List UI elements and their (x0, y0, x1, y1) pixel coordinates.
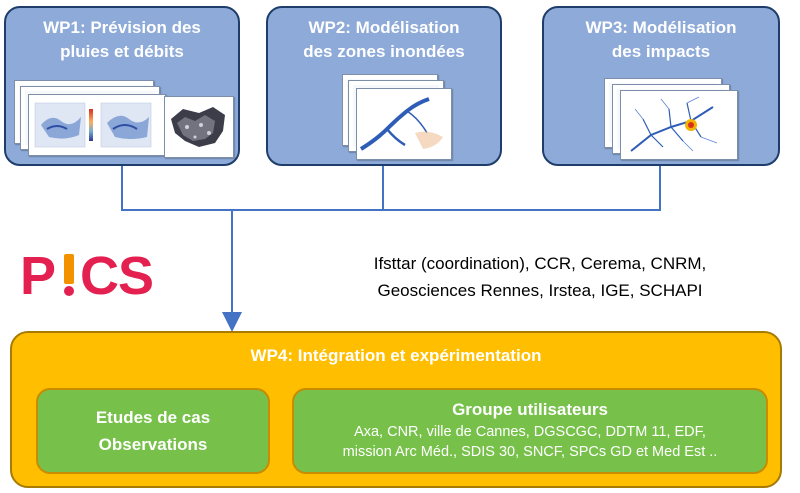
svg-text:P: P (20, 246, 55, 304)
case-studies-box: Etudes de cas Observations (36, 388, 270, 474)
wp3-box: WP3: Modélisation des impacts (542, 6, 780, 166)
basin-map-image (171, 107, 225, 147)
user-group-line-2: mission Arc Méd., SDIS 30, SNCF, SPCs GD… (342, 444, 718, 460)
pics-logo: P CS (20, 246, 154, 304)
case-studies-line-1: Etudes de cas (95, 408, 211, 427)
partners-line-1: Ifsttar (coordination), CCR, Cerema, CNR… (373, 254, 707, 273)
wp1-box: WP1: Prévision des pluies et débits (4, 6, 240, 166)
wp2-title: WP2: Modélisation des zones inondées (303, 18, 465, 61)
wp1-title: WP1: Prévision des pluies et débits (43, 18, 201, 61)
wp2-flood-map-thumbnail (356, 88, 452, 160)
user-group-box: Groupe utilisateurs Axa, CNR, ville de C… (292, 388, 768, 474)
wp1-rainfall-map-thumbnail (28, 94, 166, 156)
wp4-box: WP4: Intégration et expérimentation Etud… (10, 331, 782, 488)
svg-text:CS: CS (80, 246, 153, 304)
rainfall-map-image (34, 102, 152, 148)
partners-text: Ifsttar (coordination), CCR, Cerema, CNR… (320, 250, 760, 304)
wp3-title: WP3: Modélisation des impacts (585, 18, 737, 61)
wp3-impact-map-thumbnail (620, 90, 738, 160)
case-studies-line-2: Observations (98, 435, 208, 454)
wp2-box: WP2: Modélisation des zones inondées (266, 6, 502, 166)
wp4-title: WP4: Intégration et expérimentation (250, 346, 542, 365)
user-group-title: Groupe utilisateurs (452, 400, 608, 419)
partners-line-2: Geosciences Rennes, Irstea, IGE, SCHAPI (377, 281, 703, 300)
impact-network-map-image (621, 91, 737, 159)
flood-zone-map-image (357, 89, 451, 159)
user-group-line-1: Axa, CNR, ville de Cannes, DGSCGC, DDTM … (354, 424, 706, 440)
wp1-basin-map-thumbnail (164, 96, 234, 158)
